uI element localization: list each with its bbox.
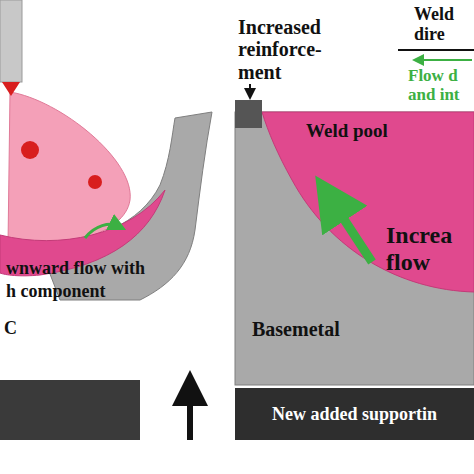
arc-plasma [8, 92, 130, 246]
direction-arrow [418, 59, 472, 61]
callout-text: Increased reinforce- ment [238, 16, 342, 83]
flow-direction-label: Flow d and int [408, 66, 472, 104]
weld-pool-right [262, 112, 474, 292]
flow-label: h component [6, 281, 156, 301]
flow-label: wnward flow with [6, 258, 196, 278]
support-block [0, 380, 140, 440]
flow-arrow [85, 224, 118, 238]
arc-spot [88, 175, 102, 189]
region-label: Basemetal [252, 318, 372, 340]
support-arrow [187, 388, 193, 440]
leader-arrow [249, 84, 251, 94]
reinforcement [235, 100, 262, 128]
torch [0, 0, 22, 82]
cropped-label: C [4, 318, 34, 338]
flow-label: Increa flow [386, 222, 470, 276]
flow-arrow-large [330, 198, 372, 262]
region-label: Weld pool [306, 120, 396, 141]
base-metal [235, 112, 474, 385]
arc-spot [21, 141, 39, 159]
direction-line [398, 49, 474, 51]
torch-tip [2, 82, 20, 96]
bar-text: New added supportin [272, 404, 437, 425]
direction-label: Weld dire [414, 4, 470, 44]
support-bar: New added supportin [235, 388, 474, 440]
